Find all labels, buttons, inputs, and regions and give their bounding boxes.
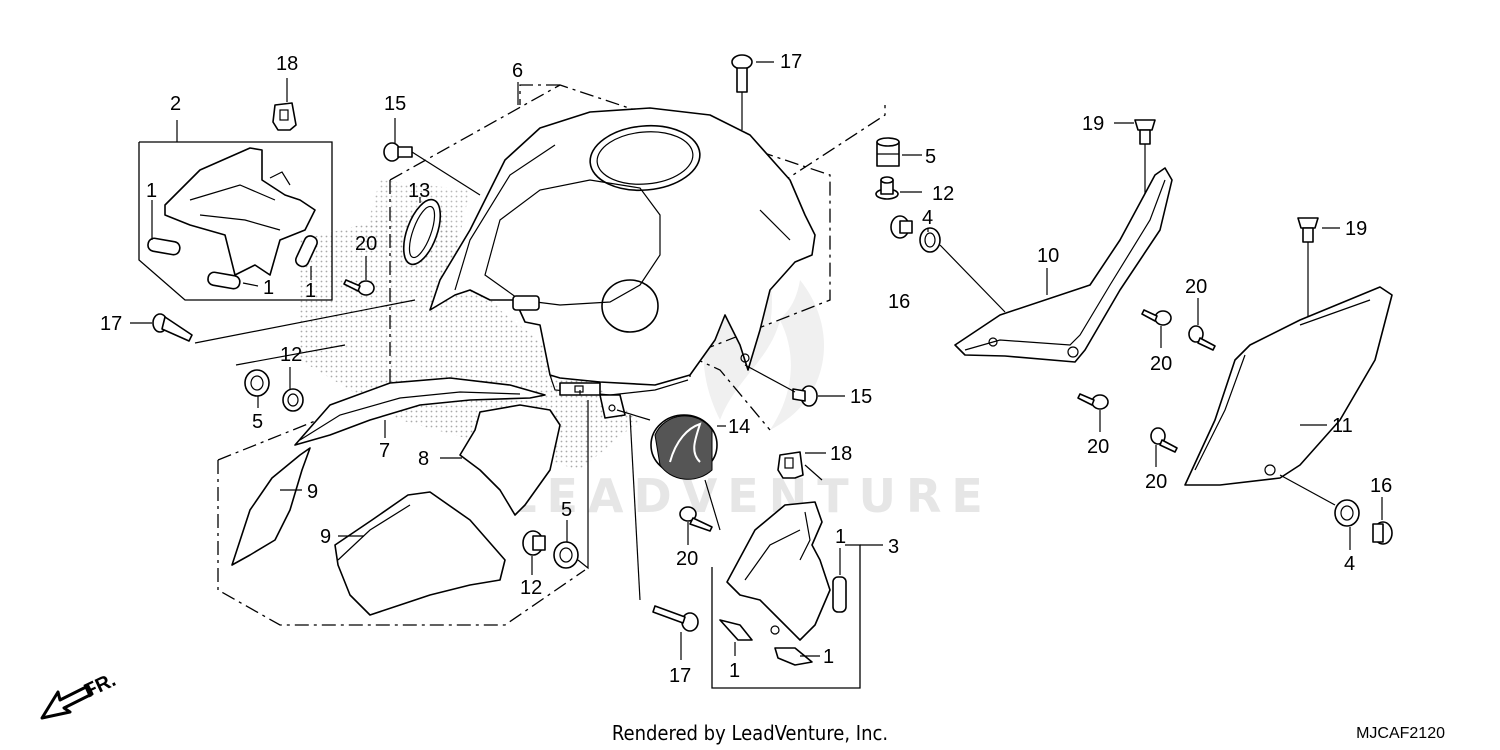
panel-8[interactable] (440, 404, 561, 516)
collar-12-bottom[interactable] (522, 530, 546, 575)
callout-14: 14 (728, 416, 750, 438)
callout-9: 9 (307, 481, 318, 503)
callout-7: 7 (379, 440, 390, 462)
footer-credit: Rendered by LeadVenture, Inc. (612, 721, 888, 745)
callout-17: 17 (100, 313, 122, 335)
gasket-13[interactable] (396, 195, 447, 269)
callout-11: 11 (1332, 415, 1353, 437)
grommet-5-left[interactable] (244, 369, 270, 408)
clip-18-top[interactable] (272, 78, 297, 131)
callout-12: 12 (932, 183, 954, 205)
leader-14 (616, 409, 651, 421)
front-direction-indicator: FR. (40, 669, 119, 720)
callouts: 2 18 1 1 1 15 6 17 5 12 4 16 19 10 19 13… (100, 51, 1392, 687)
callout-20: 20 (1150, 353, 1172, 375)
part-2-group (138, 120, 333, 301)
callout-20: 20 (1087, 436, 1109, 458)
callout-20: 20 (355, 233, 377, 255)
callout-3: 3 (888, 536, 899, 558)
panel-7[interactable] (294, 377, 546, 446)
callout-5: 5 (561, 499, 572, 521)
emblem-14[interactable] (650, 414, 726, 480)
callout-15: 15 (850, 386, 872, 408)
callout-1: 1 (823, 646, 834, 668)
screw-20-left[interactable] (343, 256, 375, 296)
collar-12-top[interactable] (875, 176, 922, 200)
callout-18: 18 (830, 443, 852, 465)
side-cover-11[interactable] (1184, 286, 1393, 506)
callout-1: 1 (146, 180, 157, 202)
inner-cover-left[interactable] (164, 147, 316, 276)
callout-4: 4 (1344, 553, 1355, 575)
screw-20-r2[interactable] (1188, 325, 1216, 351)
bolt-15-lower[interactable] (744, 364, 845, 407)
callout-1: 1 (729, 660, 740, 682)
collar-12-left[interactable] (282, 367, 304, 412)
callout-17: 17 (669, 665, 691, 687)
grommet-5-bottom[interactable] (553, 520, 579, 569)
callout-4: 4 (922, 207, 933, 229)
callout-10: 10 (1037, 245, 1059, 267)
callout-1: 1 (835, 526, 846, 548)
callout-16: 16 (888, 291, 910, 313)
bolt-17-bottom[interactable] (629, 414, 699, 660)
diagram-code: MJCAF2120 (1356, 725, 1445, 742)
callout-1: 1 (305, 280, 316, 302)
panel-9-upper[interactable] (231, 447, 311, 566)
watermark-text: LEADVENTURE (507, 469, 993, 523)
callout-15: 15 (384, 93, 406, 115)
screw-20-r4[interactable] (1150, 427, 1178, 467)
bolt-17-left[interactable] (130, 299, 416, 344)
arrow-icon (40, 684, 94, 720)
grommet-1e[interactable] (719, 619, 753, 641)
leader-20-bottom (704, 479, 721, 531)
part-3-group (711, 501, 883, 689)
collar-16-upper[interactable] (890, 215, 913, 239)
callout-12: 12 (520, 577, 542, 599)
screw-20-bottom[interactable] (679, 506, 713, 545)
callout-13: 13 (408, 180, 430, 202)
tank-cover-6[interactable] (429, 82, 816, 419)
callout-19: 19 (1345, 218, 1367, 240)
grommet-1b[interactable] (207, 271, 241, 290)
callout-2: 2 (170, 93, 181, 115)
callout-12: 12 (280, 344, 302, 366)
grommet-1d[interactable] (832, 576, 847, 613)
callout-16: 16 (1370, 475, 1392, 497)
callout-19: 19 (1082, 113, 1104, 135)
bolt-15-top[interactable] (383, 118, 481, 196)
grommet-4-upper[interactable] (919, 227, 1006, 313)
callout-20: 20 (1185, 276, 1207, 298)
callout-5: 5 (252, 411, 263, 433)
callout-1: 1 (263, 277, 274, 299)
grommet-4-lower[interactable] (1334, 499, 1360, 550)
screw-20-r1[interactable] (1141, 309, 1172, 348)
panel-9-lower[interactable] (334, 491, 506, 616)
callout-8: 8 (418, 448, 429, 470)
leader-5-bottom (577, 400, 589, 570)
grommet-1a[interactable] (147, 237, 181, 256)
side-cover-10[interactable] (954, 167, 1173, 363)
callout-9: 9 (320, 526, 331, 548)
grommet-1c[interactable] (294, 234, 319, 268)
callout-18: 18 (276, 53, 298, 75)
bolt-17-top[interactable] (731, 54, 774, 130)
callout-20: 20 (1145, 471, 1167, 493)
screw-20-r3[interactable] (1077, 393, 1109, 432)
inner-cover-right[interactable] (726, 501, 831, 641)
clip-18-lower[interactable] (777, 451, 826, 481)
callout-17: 17 (780, 51, 802, 73)
callout-6: 6 (512, 60, 523, 82)
collar-16-lower[interactable] (1372, 497, 1393, 545)
leader-12-left (235, 344, 346, 366)
grommet-1f[interactable] (774, 647, 813, 666)
grommet-5-top[interactable] (876, 137, 922, 167)
callout-5: 5 (925, 146, 936, 168)
callout-20: 20 (676, 548, 698, 570)
bolt-19-lower[interactable] (1297, 217, 1340, 320)
